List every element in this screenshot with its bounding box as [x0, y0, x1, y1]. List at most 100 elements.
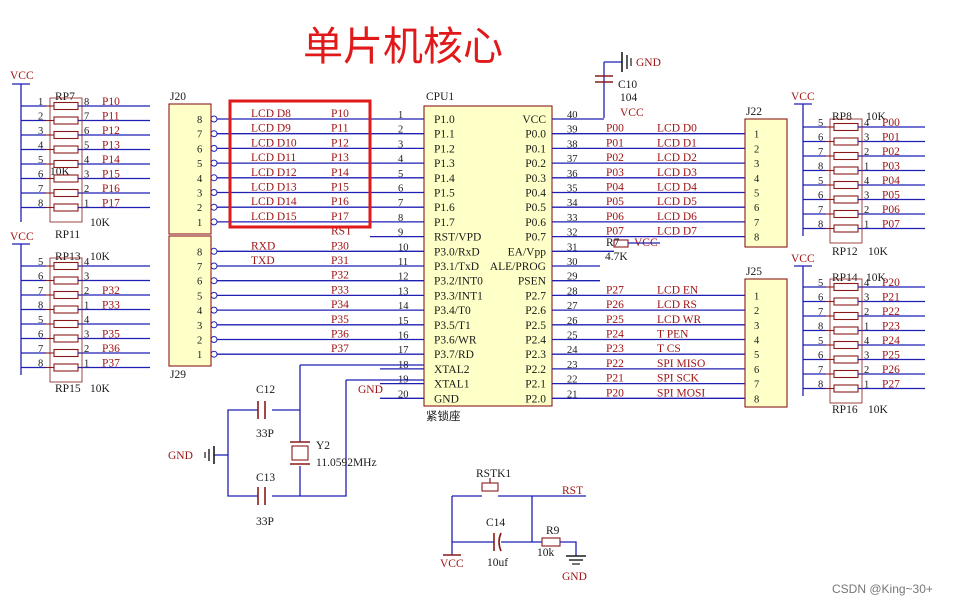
- cpu-pin-number: 24: [567, 345, 578, 356]
- resistor-body: [833, 282, 859, 292]
- net-label-port: P32: [331, 270, 349, 282]
- resnet-pin-number: 8: [38, 359, 43, 370]
- j22-pin-number: 4: [754, 174, 760, 185]
- cpu-pin-name: P3.7/RD: [434, 349, 474, 361]
- c12-ref: C12: [256, 384, 275, 396]
- resnet-net-label: P11: [102, 111, 120, 123]
- resnet-pin-number: 7: [818, 147, 823, 158]
- resistor-body: [53, 101, 79, 111]
- j20-pin-number: 2: [197, 203, 202, 214]
- resistor-body: [833, 340, 859, 350]
- net-label-function: LCD D7: [657, 226, 697, 238]
- resnet-net-label: P27: [882, 379, 900, 391]
- resnet-pin-number: 1: [864, 380, 869, 391]
- rp16-ref: RP16: [832, 404, 858, 416]
- resnet-pin-number: 8: [818, 380, 823, 391]
- net-label-function: LCD D1: [657, 137, 697, 149]
- cpu-pin-number: 39: [567, 125, 578, 136]
- resnet-pin-number: 4: [864, 118, 870, 129]
- resnet-net-label: P16: [102, 183, 120, 195]
- connector-pin-dot: [210, 159, 218, 167]
- cpu-pin-name: P2.0: [525, 393, 546, 405]
- j29-pin-number: 3: [197, 321, 202, 332]
- resistor-body: [833, 224, 859, 233]
- cpu-pin-name: P0.6: [525, 217, 546, 229]
- resnet-pin-number: 3: [864, 293, 869, 304]
- j29-pin-number: 8: [197, 247, 202, 258]
- resnet-pin-number: 5: [38, 155, 43, 166]
- cpu-pin-name: P0.2: [525, 158, 546, 170]
- net-label-port: P31: [331, 255, 349, 267]
- cpu-pin-name: P2.7: [525, 290, 546, 302]
- rp13-ref: RP13: [55, 251, 81, 263]
- net-label-port: P36: [331, 329, 349, 341]
- resistor-body: [833, 195, 859, 204]
- vcc-symbol-left-bot: VCC: [10, 231, 34, 375]
- cpu-pin-name: P3.5/T1: [434, 320, 471, 332]
- cpu-pin-number: 35: [567, 184, 578, 195]
- cpu-pin-number: 12: [398, 272, 409, 283]
- rp12-ref: RP12: [832, 246, 858, 258]
- resistor-body: [53, 363, 79, 372]
- resnet-net-label: P01: [882, 132, 900, 144]
- connector-pin-dot: [210, 203, 218, 211]
- cpu-pin-name: P2.1: [525, 379, 546, 391]
- resnet-pin-number: 4: [84, 155, 90, 166]
- resnet-pin-number: 1: [84, 199, 89, 210]
- resnet-pin-number: 7: [84, 112, 89, 123]
- net-label-function: LCD D2: [657, 152, 697, 164]
- net-label-function: RXD: [251, 240, 275, 252]
- resistor-body: [53, 334, 79, 343]
- resnet-pin-number: 2: [864, 147, 869, 158]
- cpu-pin-name: P2.4: [525, 335, 546, 347]
- resistor-body: [53, 145, 79, 154]
- net-label-port: P33: [331, 284, 349, 296]
- resnet-net-label: P37: [102, 358, 120, 370]
- resnet-net-label: P22: [882, 306, 900, 318]
- y2-value: 11.0592MHz: [316, 457, 377, 469]
- j29-ref: J29: [170, 369, 186, 381]
- net-label-function: LCD D4: [657, 182, 697, 194]
- resnet-pin-number: 1: [84, 359, 89, 370]
- resistor-body: [833, 180, 859, 190]
- resnet-net-label: P02: [882, 146, 900, 158]
- vcc-label-left-bot: VCC: [10, 231, 34, 243]
- resnet-net-label: P05: [882, 190, 900, 202]
- rp15-ref: RP15: [55, 383, 81, 395]
- cpu-pin-name: RST/VPD: [434, 232, 481, 244]
- resnet-pin-number: 3: [864, 351, 869, 362]
- cpu-pin-name: P0.7: [525, 232, 546, 244]
- j22-ref: J22: [746, 106, 762, 118]
- cpu-pin-name: VCC: [522, 114, 546, 126]
- cpu-pin-number: 7: [398, 198, 403, 209]
- rp16-value: 10K: [868, 404, 889, 416]
- net-label-function: LCD D8: [251, 108, 291, 120]
- r7-vcc-label: VCC: [634, 237, 658, 249]
- j25-pin-number: 8: [754, 394, 759, 405]
- net-label-function: LCD D14: [251, 196, 297, 208]
- j22-pin-number: 2: [754, 144, 759, 155]
- resistor-body: [53, 276, 79, 285]
- resistor-body: [53, 305, 79, 314]
- resnet-pin-number: 8: [818, 162, 823, 173]
- y2-ref: Y2: [316, 440, 330, 452]
- resnet-pin-number: 1: [864, 322, 869, 333]
- connector-pin-dot: [210, 291, 218, 299]
- cpu-pin-name: PSEN: [518, 276, 547, 288]
- cpu-pin-number: 40: [567, 110, 578, 121]
- net-label-port: P11: [331, 123, 349, 135]
- net-label-port: P25: [606, 314, 624, 326]
- resnet-pin-number: 7: [818, 205, 823, 216]
- cpu-pin-name: P2.2: [525, 364, 546, 376]
- j29-pin-number: 4: [197, 306, 203, 317]
- j22-pin-number: 7: [754, 218, 759, 229]
- net-label-function: LCD D3: [657, 167, 697, 179]
- cpu-pin-number: 29: [567, 272, 578, 283]
